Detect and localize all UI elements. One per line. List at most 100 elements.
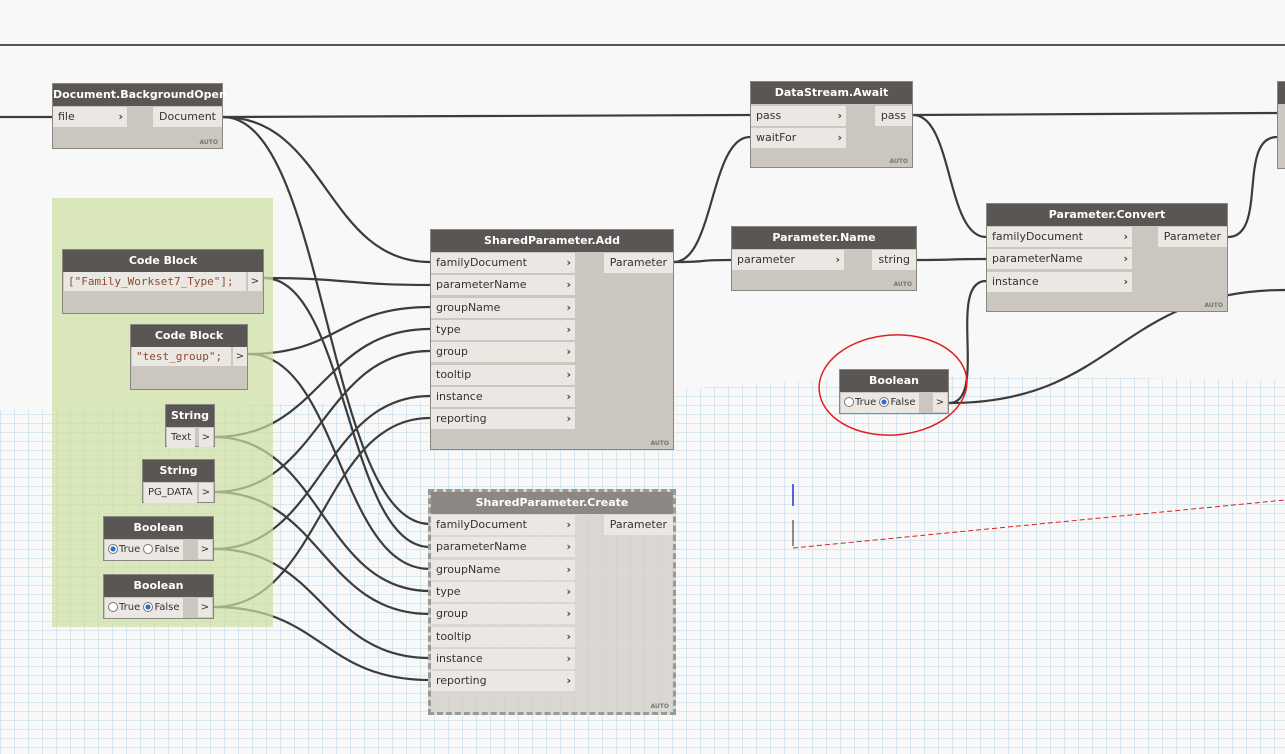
connector-wire[interactable] [263, 276, 431, 549]
port-label: familyDocument [436, 256, 527, 269]
connector-wire[interactable] [222, 113, 751, 119]
node-offscreen[interactable] [1277, 81, 1285, 169]
connector-wire[interactable] [912, 111, 1278, 117]
false-label: False [154, 602, 180, 613]
node-title: Code Block [131, 325, 247, 347]
input-port[interactable]: reporting› [431, 671, 575, 692]
input-port[interactable]: type› [431, 581, 575, 602]
input-port[interactable]: reporting› [431, 409, 575, 430]
output-port[interactable]: > [198, 598, 212, 617]
node-title: Document.BackgroundOpen [53, 84, 227, 106]
port-label: parameter [737, 253, 796, 266]
output-parameter[interactable]: Parameter [603, 515, 673, 535]
output-port[interactable]: > [199, 483, 213, 502]
output-port[interactable]: > [248, 272, 262, 291]
radio-false[interactable] [143, 602, 154, 612]
output-parameter[interactable]: Parameter [603, 253, 673, 273]
node-boolean-instance[interactable]: Boolean True False > [839, 369, 949, 414]
output-port[interactable]: > [233, 347, 247, 366]
chevron-icon: › [566, 367, 571, 381]
node-parameter-name[interactable]: Parameter.Name parameter› string AUTO [731, 226, 917, 291]
node-title: Parameter.Name [732, 227, 916, 249]
connector-wire[interactable] [916, 257, 987, 262]
input-waitfor[interactable]: waitFor› [751, 128, 846, 148]
radio-true[interactable] [844, 397, 854, 407]
input-port[interactable]: group› [431, 604, 575, 625]
boolean-toggle[interactable]: True False [105, 540, 183, 560]
boolean-toggle[interactable]: True False [841, 393, 919, 413]
input-port[interactable]: group› [431, 342, 575, 363]
node-sharedparameter-create[interactable]: SharedParameter.Create Parameter AUTO fa… [428, 489, 676, 715]
input-port[interactable]: parameterName› [987, 249, 1132, 270]
input-pass[interactable]: pass› [751, 106, 846, 126]
code-input[interactable]: "test_group"; [132, 347, 231, 366]
node-sharedparameter-add[interactable]: SharedParameter.Add Parameter AUTO famil… [430, 229, 674, 450]
input-port[interactable]: instance› [987, 271, 1132, 292]
node-code-block-2[interactable]: Code Block "test_group"; > [130, 324, 248, 390]
node-title: SharedParameter.Add [431, 230, 673, 252]
node-title: SharedParameter.Create [431, 492, 673, 514]
chevron-icon: › [566, 584, 571, 598]
node-code-block-1[interactable]: Code Block ["Family_Workset7_Type"]; > [62, 249, 264, 314]
output-port[interactable]: > [198, 540, 212, 559]
output-document[interactable]: Document [153, 107, 222, 127]
input-port[interactable]: familyDocument› [431, 253, 575, 273]
input-port[interactable]: groupName› [431, 297, 575, 318]
chevron-icon: › [1123, 230, 1128, 243]
output-string[interactable]: string [872, 250, 916, 270]
port-label: instance [436, 651, 483, 665]
port-label: parameterName [436, 540, 527, 554]
boolean-toggle[interactable]: True False [105, 598, 183, 618]
input-parameter[interactable]: parameter› [732, 250, 844, 270]
connector-wire[interactable] [247, 305, 431, 356]
input-port[interactable]: familyDocument› [987, 227, 1132, 247]
node-string-pgdata[interactable]: String PG_DATA > [142, 459, 215, 503]
node-boolean-false[interactable]: Boolean True False > [103, 574, 214, 619]
connector-wire[interactable] [263, 276, 431, 287]
connector-wire[interactable] [222, 115, 431, 526]
input-port[interactable]: instance› [431, 386, 575, 407]
input-port[interactable]: groupName› [431, 559, 575, 580]
node-boolean-true[interactable]: Boolean True False > [103, 516, 214, 561]
input-port[interactable]: tooltip› [431, 364, 575, 385]
run-mode: AUTO [893, 281, 912, 288]
node-string-text[interactable]: String Text > [165, 404, 215, 448]
connector-wire[interactable] [222, 115, 431, 264]
radio-false[interactable] [879, 397, 890, 407]
code-input[interactable]: ["Family_Workset7_Type"]; [64, 272, 246, 291]
input-file[interactable]: file› [53, 107, 127, 127]
connector-wire[interactable] [247, 352, 431, 571]
input-port[interactable]: type› [431, 319, 575, 340]
connector-wire[interactable] [673, 135, 751, 264]
chevron-icon: › [566, 322, 571, 336]
connector-wire[interactable] [673, 258, 732, 264]
run-mode: AUTO [889, 158, 908, 165]
node-datastream-await[interactable]: DataStream.Await pass› waitFor› pass AUT… [750, 81, 913, 168]
output-port[interactable]: > [933, 393, 947, 412]
node-parameter-convert[interactable]: Parameter.Convert Parameter AUTO familyD… [986, 203, 1228, 312]
output-port[interactable]: > [199, 428, 213, 447]
input-port[interactable]: instance› [431, 648, 575, 669]
chevron-icon: › [1123, 252, 1128, 266]
chevron-icon: › [566, 540, 571, 554]
node-document-backgroundopen[interactable]: Document.BackgroundOpen file› Document A… [52, 83, 227, 149]
radio-true[interactable] [108, 602, 118, 612]
node-title: Code Block [63, 250, 263, 272]
string-value[interactable]: Text [167, 428, 196, 448]
run-mode: AUTO [199, 139, 218, 146]
connector-wire[interactable] [912, 113, 987, 239]
string-value[interactable]: PG_DATA [144, 483, 197, 503]
radio-true[interactable] [108, 544, 118, 554]
port-label: waitFor [756, 131, 797, 144]
port-label: parameterName [436, 278, 527, 292]
input-port[interactable]: tooltip› [431, 626, 575, 647]
input-port[interactable]: parameterName › [431, 537, 575, 558]
output-pass[interactable]: pass [874, 106, 912, 126]
connector-wire[interactable] [1227, 135, 1278, 239]
radio-false[interactable] [143, 544, 154, 554]
input-port[interactable]: familyDocument› [431, 515, 575, 535]
input-port[interactable]: parameterName› [431, 275, 575, 296]
connector-wire[interactable] [948, 279, 987, 405]
output-parameter[interactable]: Parameter [1157, 227, 1227, 247]
port-label: pass [756, 109, 782, 122]
